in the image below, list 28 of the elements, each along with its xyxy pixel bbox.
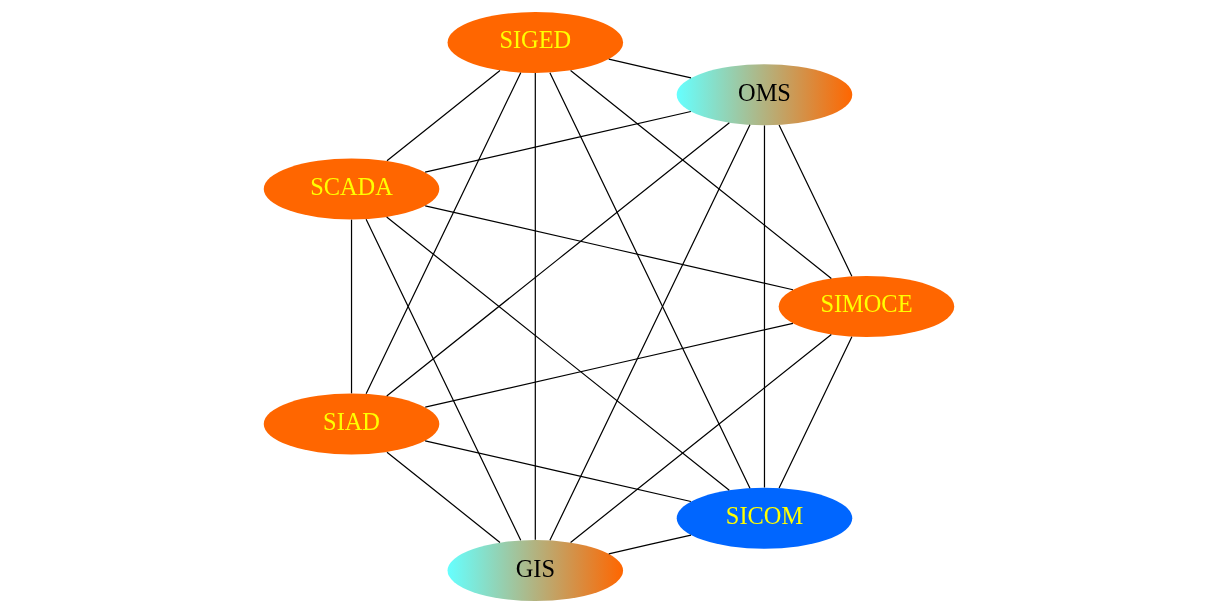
connector	[569, 69, 832, 280]
connector	[763, 124, 766, 489]
connector	[549, 72, 751, 489]
node-ellipse: SIGED	[447, 11, 624, 73]
connector	[778, 124, 853, 277]
connector	[424, 440, 692, 503]
node-ellipse: SCADA	[263, 158, 440, 220]
connector	[386, 69, 501, 162]
connector	[386, 216, 730, 491]
connector	[608, 58, 692, 79]
node-ellipse: SICOM	[676, 487, 853, 549]
connector	[608, 534, 692, 555]
connector	[386, 451, 501, 544]
connector	[569, 333, 832, 544]
node-ellipse: SIAD	[263, 393, 440, 455]
connector	[778, 336, 853, 489]
node-ellipse: GIS	[447, 540, 624, 602]
node-ellipse: SIMOCE	[778, 276, 955, 337]
connector	[534, 72, 536, 541]
connector	[424, 322, 794, 408]
node-ellipse: OMS	[676, 64, 853, 126]
connector	[424, 205, 794, 291]
connector	[549, 124, 751, 541]
connector	[365, 72, 522, 395]
connector	[365, 218, 522, 541]
connector	[424, 110, 692, 173]
connector	[386, 122, 730, 397]
connector	[350, 219, 353, 394]
